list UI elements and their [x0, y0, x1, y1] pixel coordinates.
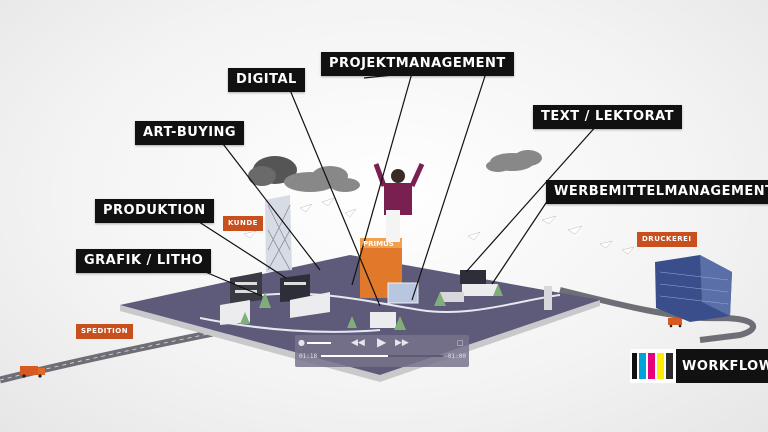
volume-slider[interactable] [307, 342, 331, 344]
workflow-logo: WORKFLOW [630, 349, 768, 383]
time-elapsed: 01:18 [299, 353, 318, 360]
time-remaining: -01:00 [444, 353, 466, 360]
fullscreen-icon[interactable]: □ [457, 339, 464, 347]
volume-icon[interactable]: ● [298, 338, 305, 347]
tag-kunde: KUNDE [223, 216, 263, 231]
cloud-icon [284, 150, 542, 192]
rewind-icon[interactable]: ◀◀ [351, 338, 365, 348]
office-buildings-right [370, 270, 552, 328]
workflow-brand-icon [630, 349, 676, 383]
truck-left-icon [20, 366, 45, 378]
progress-fill [321, 355, 389, 357]
print-shop-building [655, 255, 732, 322]
tower-building [248, 156, 297, 272]
primus-sign: PRIMUS [363, 240, 394, 248]
label-grafik-litho: GRAFIK / LITHO [76, 249, 212, 273]
screen [387, 282, 419, 304]
tag-spedition: SPEDITION [76, 324, 134, 339]
label-projektmanagement: PROJEKTMANAGEMENT [321, 52, 514, 76]
label-art-buying: ART-BUYING [135, 121, 245, 145]
flying-sheets [243, 197, 635, 255]
presenter-figure [373, 162, 425, 215]
office-buildings-left [220, 272, 330, 325]
fast-forward-icon[interactable]: ▶▶ [395, 338, 409, 348]
label-digital: DIGITAL [228, 68, 305, 92]
leader-lines [195, 72, 599, 307]
truck-right-icon [668, 318, 682, 328]
play-icon[interactable]: ▶ [377, 335, 387, 349]
label-werbemittelmanagement: WERBEMITTELMANAGEMENT [546, 180, 768, 204]
progress-track[interactable] [321, 355, 443, 357]
tag-druckerei: DRUCKEREI [637, 232, 697, 247]
label-produktion: PRODUKTION [95, 199, 214, 223]
tree-icons [240, 284, 503, 330]
workflow-text: WORKFLOW [682, 358, 768, 374]
video-player-controls[interactable]: ● ◀◀ ▶ ▶▶ □ 01:18 -01:00 [295, 335, 469, 367]
label-text-lektorat: TEXT / LEKTORAT [533, 105, 683, 129]
